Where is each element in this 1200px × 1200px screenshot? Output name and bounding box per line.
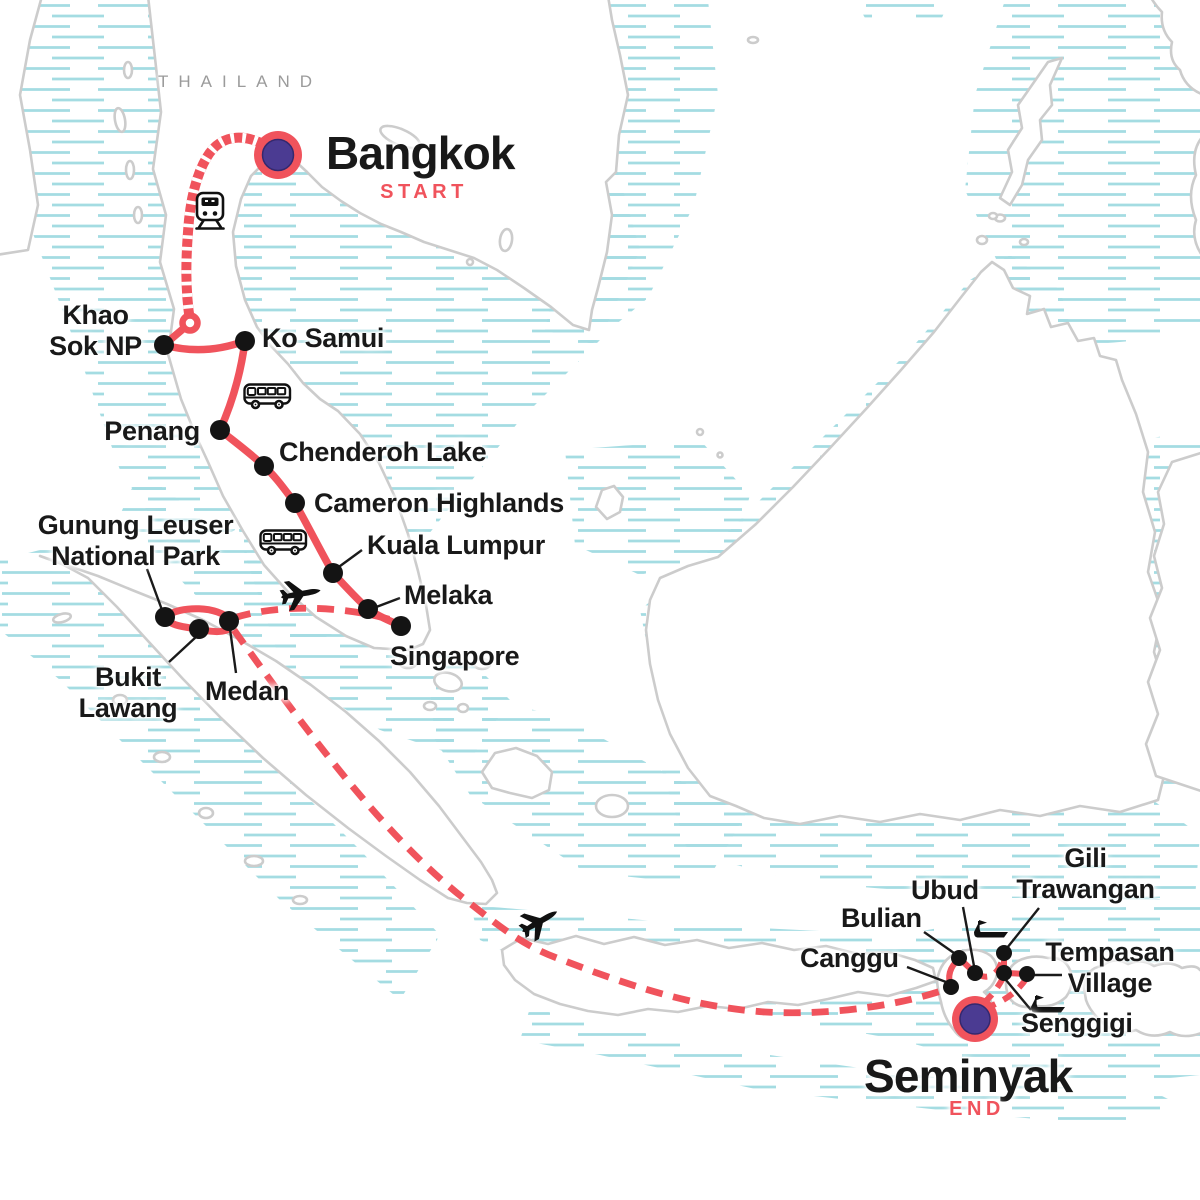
land-palawan: [998, 56, 1064, 207]
stop-dot-tempasan-village: [1019, 966, 1035, 982]
junction-ring: [179, 312, 201, 334]
stop-dot-gunung-leuser: [155, 607, 175, 627]
stop-label-bukit-lawang: Bukit Lawang: [58, 662, 198, 723]
land-sumbawa: [1082, 959, 1200, 1038]
route-flight-singapore-medan: [232, 604, 400, 626]
country-label-thailand: THAILAND: [158, 72, 323, 91]
plane-icon: [279, 580, 321, 611]
boat-icon: [974, 920, 1008, 938]
land-java: [500, 934, 938, 1017]
stop-dot-medan: [219, 611, 239, 631]
plane-icon: [518, 911, 558, 942]
stop-label-kuala-lumpur: Kuala Lumpur: [367, 530, 545, 560]
stop-dots: [154, 331, 1035, 995]
route-boat-senggigi-seminyak: [978, 976, 1006, 1009]
label-connectors: [145, 549, 1062, 1011]
end-marker: [952, 996, 998, 1042]
stop-label-line: Lawang: [78, 692, 178, 723]
bus-icon: [259, 529, 308, 556]
stop-label-line: National Park: [51, 540, 220, 571]
route-flight-medan-bali: [231, 628, 952, 1017]
end-tag: END: [949, 1098, 1005, 1120]
stop-label-khao-sok: Khao Sok NP: [23, 300, 168, 361]
land-myanmar-strip: [0, 0, 43, 256]
stop-label-line: Trawangan: [1016, 873, 1155, 904]
stop-label-line: Gili: [1064, 843, 1107, 873]
stop-label-canggu: Canggu: [800, 943, 899, 973]
stop-dot-canggu: [943, 979, 959, 995]
stop-dot-singapore: [391, 616, 411, 636]
stop-label-gili-trawangan: Gili Trawangan: [1013, 843, 1158, 904]
stop-label-penang: Penang: [104, 416, 200, 446]
stop-dot-penang: [210, 420, 230, 440]
stop-dot-gili-trawangan: [996, 945, 1012, 961]
stop-label-cameron-highlands: Cameron Highlands: [314, 488, 564, 518]
stop-dot-kuala-lumpur: [323, 563, 343, 583]
stop-dot-ko-samui: [235, 331, 255, 351]
stop-label-ubud: Ubud: [911, 875, 979, 905]
land-borneo: [644, 260, 1168, 826]
stop-dot-bukit-lawang: [189, 619, 209, 639]
stop-label-line: Tempasan: [1045, 937, 1175, 967]
stop-label-senggigi: Senggigi: [1021, 1008, 1133, 1038]
end-city-label: Seminyak: [864, 1050, 1073, 1102]
train-icon: [195, 191, 225, 230]
stop-label-line: Gunung Leuser: [37, 510, 234, 540]
stop-dot-ubud: [967, 965, 983, 981]
stop-label-line: Sok NP: [49, 330, 142, 361]
stop-label-chenderoh-lake: Chenderoh Lake: [279, 437, 487, 467]
route-railway-bangkok: [181, 132, 282, 326]
stop-dot-senggigi: [996, 965, 1012, 981]
stop-label-gunung-leuser: Gunung Leuser National Park: [33, 510, 238, 571]
stop-label-tempasan-village: Tempasan Village: [1040, 937, 1180, 998]
stop-label-bulian: Bulian: [841, 903, 922, 933]
stop-label-singapore: Singapore: [390, 641, 520, 671]
stop-dot-cameron-highlands: [285, 493, 305, 513]
stop-dot-melaka: [358, 599, 378, 619]
stop-label-melaka: Melaka: [404, 580, 493, 610]
stop-dot-khao-sok: [154, 335, 174, 355]
bus-icon: [243, 383, 292, 410]
start-tag: START: [380, 181, 468, 203]
lake-tonle-sap: [379, 124, 421, 150]
stop-label-ko-samui: Ko Samui: [262, 323, 385, 353]
stop-dot-bulian: [951, 950, 967, 966]
boat-icon: [1031, 995, 1065, 1013]
start-marker: [254, 131, 302, 179]
stop-label-medan: Medan: [205, 676, 290, 706]
start-city-label: Bangkok: [326, 127, 515, 179]
stop-dot-chenderoh-lake: [254, 456, 274, 476]
stop-label-line: Village: [1067, 967, 1153, 998]
stop-label-line: Khao: [62, 300, 129, 330]
stop-label-line: Bukit: [94, 662, 161, 692]
